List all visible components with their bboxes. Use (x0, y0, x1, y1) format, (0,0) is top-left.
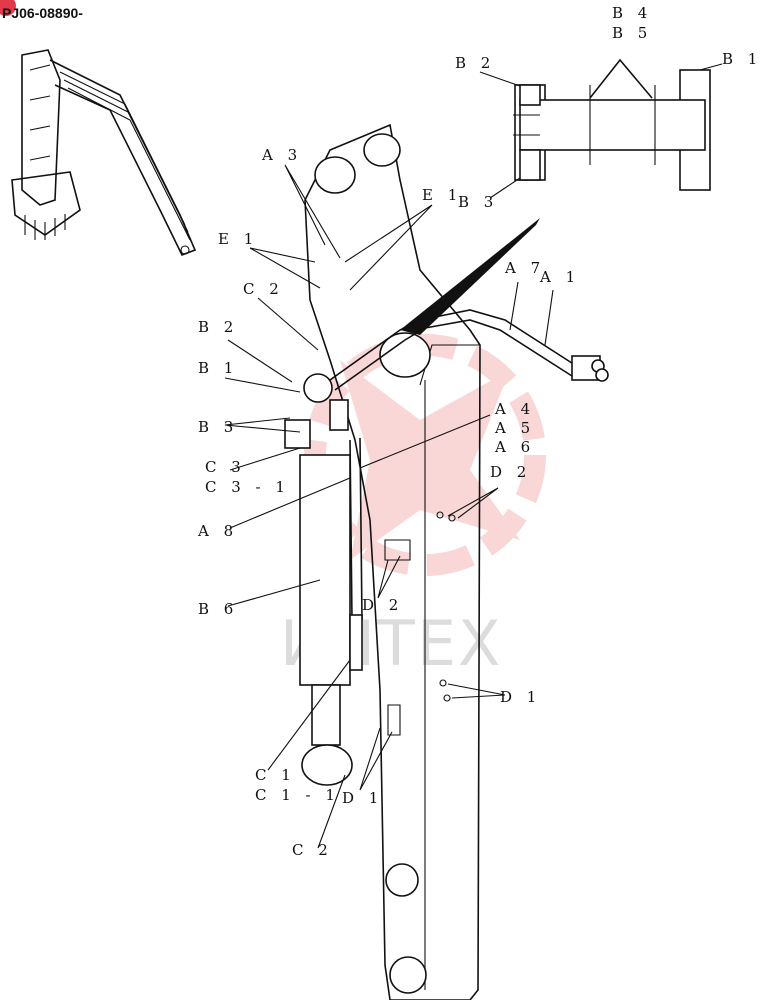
label-a7: A 7 (504, 259, 545, 277)
header-badge-icon (0, 0, 16, 16)
label-b3: B 3 (198, 418, 238, 436)
label-b6: B 6 (198, 600, 238, 618)
label-e1-right: E 1 (422, 186, 462, 204)
label-d2-mid: D 2 (362, 596, 403, 614)
label-b2-detail: B 2 (455, 54, 495, 72)
label-d2-right: D 2 (490, 463, 531, 481)
label-a3: A 3 (261, 146, 302, 164)
label-b1-detail: B 1 (722, 50, 760, 68)
diagram-code: PJ06-08890- (2, 5, 83, 21)
label-c1: C 1 (255, 766, 296, 784)
label-c3-1: C 3 - 1 (205, 478, 290, 496)
label-a8: A 8 (197, 522, 238, 540)
label-a5: A 5 (494, 419, 535, 437)
label-b4: B 4 (612, 4, 652, 22)
label-c1-1: C 1 - 1 (255, 786, 340, 804)
label-b2: B 2 (198, 318, 238, 336)
label-a4: A 4 (494, 400, 535, 418)
excavator-thumbnail (11, 49, 197, 257)
label-b3-detail: B 3 (458, 193, 498, 211)
label-b1: B 1 (198, 359, 238, 377)
label-b5: B 5 (612, 24, 652, 42)
label-c2-top: C 2 (243, 280, 284, 298)
label-c2-bottom: C 2 (292, 841, 333, 859)
arm-assembly (284, 123, 609, 1000)
label-e1-left: E 1 (218, 230, 258, 248)
leader-lines (224, 164, 554, 849)
label-c3: C 3 (205, 458, 246, 476)
label-a6: A 6 (494, 438, 535, 456)
label-d1-right: D 1 (500, 688, 541, 706)
pin-detail (479, 58, 723, 199)
label-d1-mid: D 1 (342, 789, 383, 807)
label-a1: A 1 (539, 268, 580, 286)
